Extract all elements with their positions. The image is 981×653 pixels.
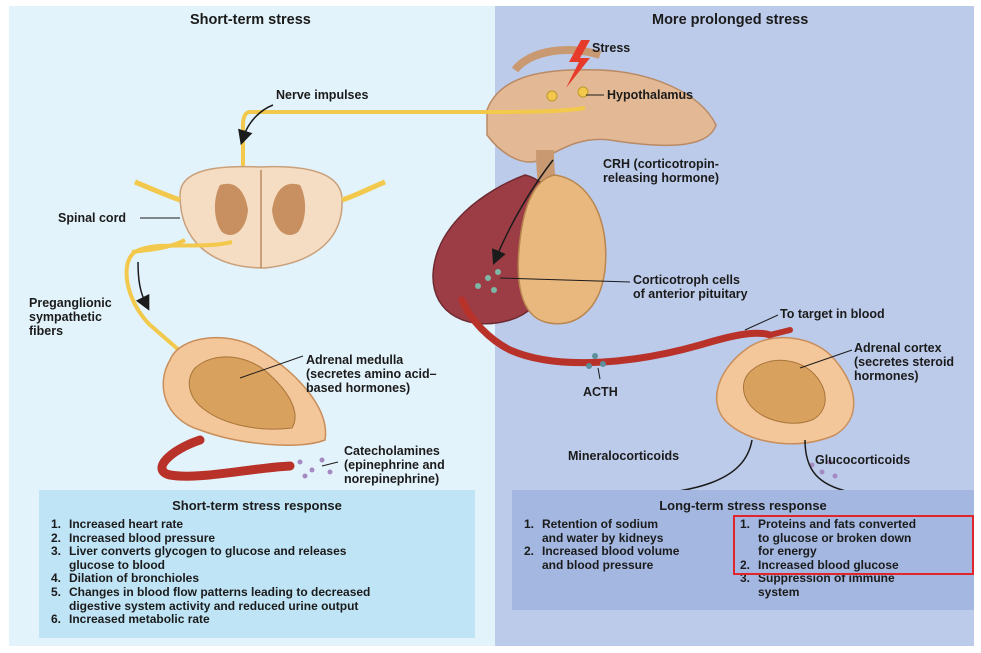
short-term-response-box: Short-term stress response 1.Increased h… bbox=[39, 490, 475, 638]
prolonged-title: More prolonged stress bbox=[652, 12, 808, 29]
list-item: 6.Increased metabolic rate bbox=[51, 613, 370, 627]
short-term-response-list: 1.Increased heart rate 2.Increased blood… bbox=[51, 518, 370, 627]
long-term-response-title: Long-term stress response bbox=[512, 498, 974, 513]
long-term-left-list: 1.Retention of sodium and water by kidne… bbox=[524, 518, 679, 572]
short-term-response-title: Short-term stress response bbox=[39, 498, 475, 513]
list-item: 3.Suppression of immune system bbox=[740, 572, 916, 599]
stress-label: Stress bbox=[592, 41, 630, 55]
preganglionic-arrow bbox=[138, 262, 146, 304]
corticotroph-label: Corticotroph cells of anterior pituitary bbox=[633, 273, 748, 301]
list-item: 1.Increased heart rate bbox=[51, 518, 370, 532]
list-item: 2.Increased blood volume and blood press… bbox=[524, 545, 679, 572]
list-item: 5.Changes in blood flow patterns leading… bbox=[51, 586, 370, 613]
list-item: 1.Retention of sodium and water by kidne… bbox=[524, 518, 679, 545]
preganglionic-label: Preganglionic sympathetic fibers bbox=[29, 296, 112, 338]
short-term-title: Short-term stress bbox=[190, 12, 311, 29]
adrenal-gland-left bbox=[163, 338, 325, 446]
spinal-cord-illustration bbox=[132, 167, 385, 268]
mineralocorticoids-label: Mineralocorticoids bbox=[568, 449, 679, 463]
crh-label: CRH (corticotropin- releasing hormone) bbox=[603, 157, 719, 185]
blood-vessel-left bbox=[162, 440, 290, 476]
nerve-arrow bbox=[243, 105, 273, 138]
adrenal-cortex-label: Adrenal cortex (secretes steroid hormone… bbox=[854, 341, 954, 383]
catecholamines-label: Catecholamines (epinephrine and norepine… bbox=[344, 444, 445, 486]
catecholamine-molecules bbox=[298, 458, 333, 479]
spinal-cord-label: Spinal cord bbox=[58, 211, 126, 225]
glucocorticoids-label: Glucocorticoids bbox=[815, 453, 910, 467]
hypothalamus-label: Hypothalamus bbox=[607, 88, 693, 102]
list-item: 3.Liver converts glycogen to glucose and… bbox=[51, 545, 370, 572]
acth-label: ACTH bbox=[583, 385, 618, 399]
adrenal-gland-right bbox=[717, 338, 854, 444]
nerve-impulses-label: Nerve impulses bbox=[276, 88, 368, 102]
list-item: 2.Increased blood pressure bbox=[51, 532, 370, 546]
highlight-box bbox=[733, 515, 974, 575]
vessel-to-target bbox=[770, 330, 790, 335]
adrenal-medulla-label: Adrenal medulla (secretes amino acid– ba… bbox=[306, 353, 437, 395]
to-target-label: To target in blood bbox=[780, 307, 885, 321]
list-item: 4.Dilation of bronchioles bbox=[51, 572, 370, 586]
